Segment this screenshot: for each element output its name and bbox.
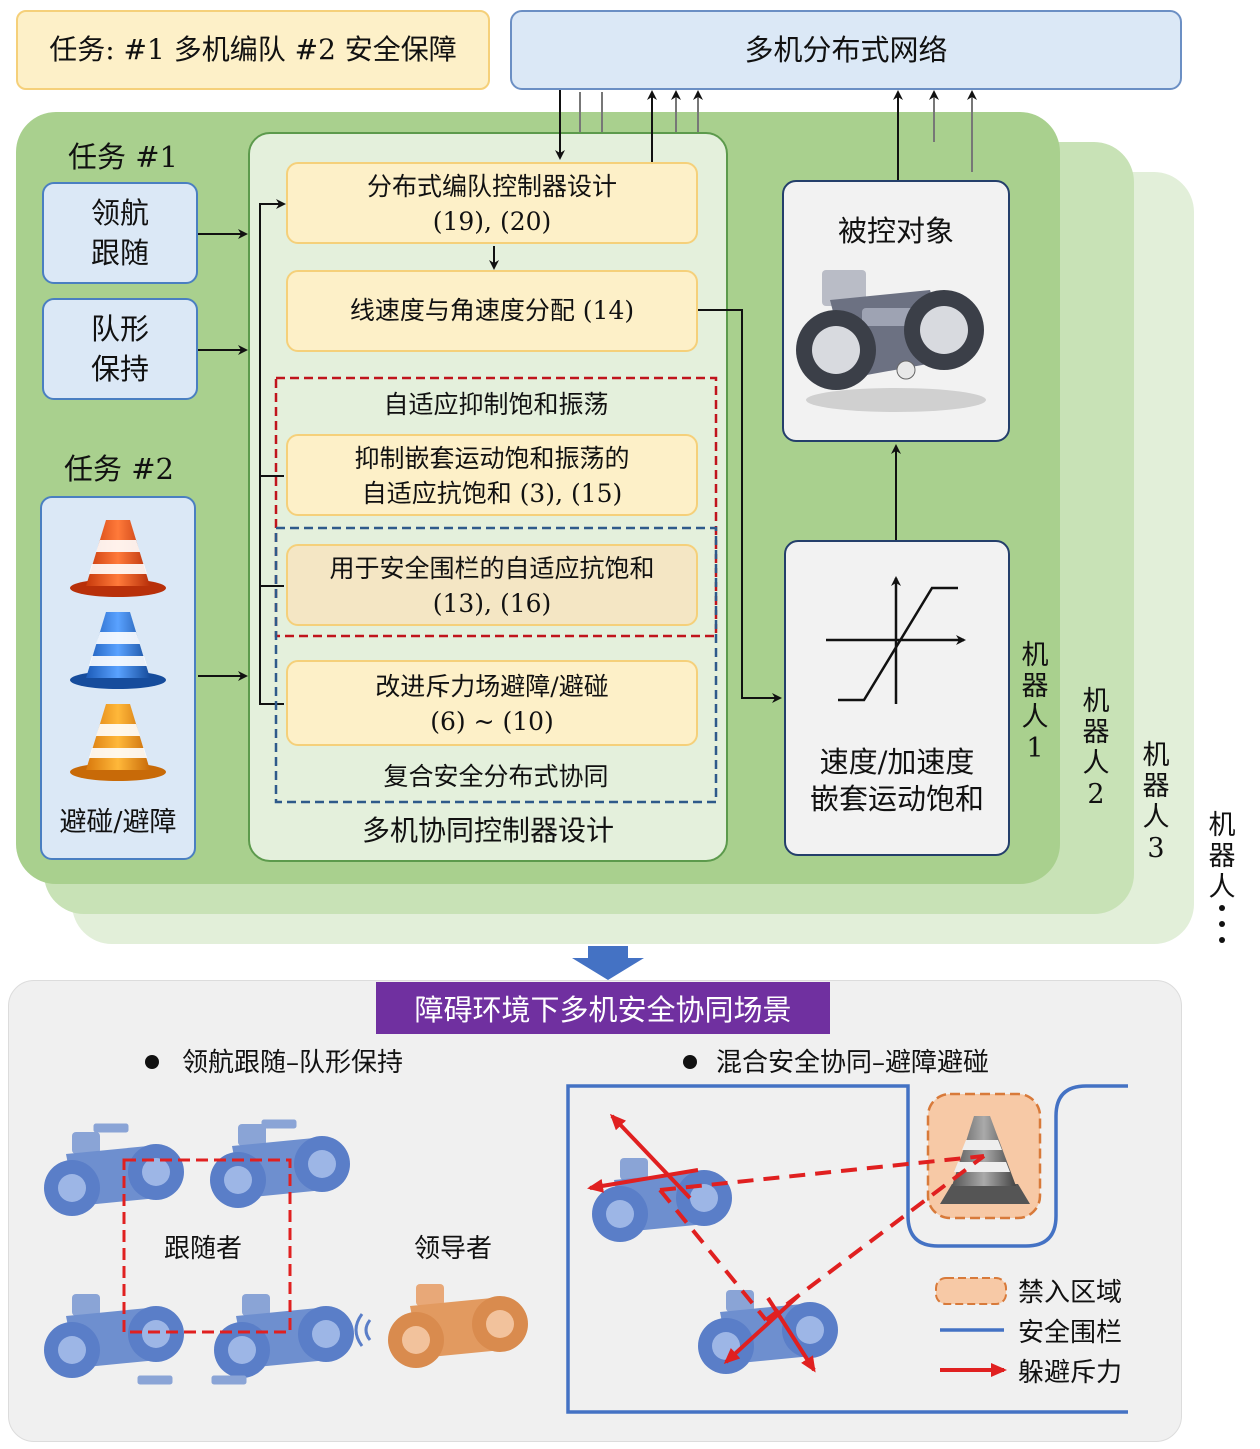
yellow-cone-icon [70,704,166,781]
robot-label-1: 机 器 人 1 [1021,640,1049,764]
avoid-robot-1 [592,1158,732,1242]
anti-windup-line2: 自适应抗饱和 (3), (15) [361,479,623,508]
legend-fence: 安全围栏 [1018,1318,1123,1348]
leader-follow-box: 领航 跟随 [42,182,198,284]
legend-no-entry-swatch [935,1277,1007,1305]
saturation-line1: 速度/加速度 [819,745,975,779]
plant-robot-icon [796,270,986,412]
saturation-line2: 嵌套运动饱和 [809,782,984,816]
repulsive-field-line2: (6) ~ (10) [430,707,554,736]
formation-square [122,1158,292,1334]
controller-footer: 多机协同控制器设计 [361,814,614,847]
blue-cone-icon [70,612,166,689]
adaptive-title: 自适应抑制饱和振荡 [383,390,609,419]
gray-cone-icon [940,1116,1030,1204]
follower-robots [44,1124,354,1378]
composite-title: 复合安全分布式协同 [383,762,609,791]
robot-label-more: 机 器 人 [1208,810,1236,903]
task1-title: 任务 #1 [68,140,178,174]
repulsive-field-box [286,660,698,746]
flow-down-arrow [572,946,644,980]
safety-fence [566,1084,1128,1414]
follower-label: 跟随者 [164,1234,243,1264]
legend-no-entry: 禁入区域 [1018,1278,1123,1308]
formation-controller-line1: 分布式编队控制器设计 [366,172,617,201]
fence-anti-windup-box [286,544,698,626]
fence-anti-windup-line2: (13), (16) [432,589,552,618]
formation-keep-box: 队形 保持 [42,298,198,400]
wifi-router-icons [93,1119,297,1385]
avoidance-label: 避碰/避障 [59,807,177,838]
avoid-robot-2 [698,1290,838,1374]
network-box: 多机分布式网络 [510,10,1182,90]
formation-controller-line2: (19), (20) [432,207,552,236]
orange-cone-icon [70,520,166,597]
legend-repulsion: 躲避斥力 [1018,1358,1123,1388]
leader-label: 领导者 [414,1234,493,1264]
anti-windup-line1: 抑制嵌套运动饱和振荡的 [354,444,630,473]
scenario-banner: 障碍环境下多机安全协同场景 [376,982,830,1034]
fence-anti-windup-line1: 用于安全围栏的自适应抗饱和 [329,554,655,583]
task-summary-box: 任务: #1 多机编队 #2 安全保障 [16,10,490,90]
anti-windup-box [286,434,698,516]
task2-title: 任务 #2 [64,452,174,486]
velocity-allocation-box: 线速度与角速度分配 (14) [286,270,698,352]
formation-controller-box [286,162,698,244]
leader-robot [388,1284,528,1368]
signal-icon [354,1313,372,1347]
robot-label-3: 机 器 人 3 [1142,740,1170,864]
right-bullet-label: 混合安全协同–避障避碰 [716,1048,990,1078]
robot-label-2: 机 器 人 2 [1082,686,1110,810]
left-bullet-label: 领航跟随–队形保持 [182,1048,404,1078]
plant-title: 被控对象 [837,214,954,248]
repulsive-field-line1: 改进斥力场避障/避碰 [375,672,609,701]
